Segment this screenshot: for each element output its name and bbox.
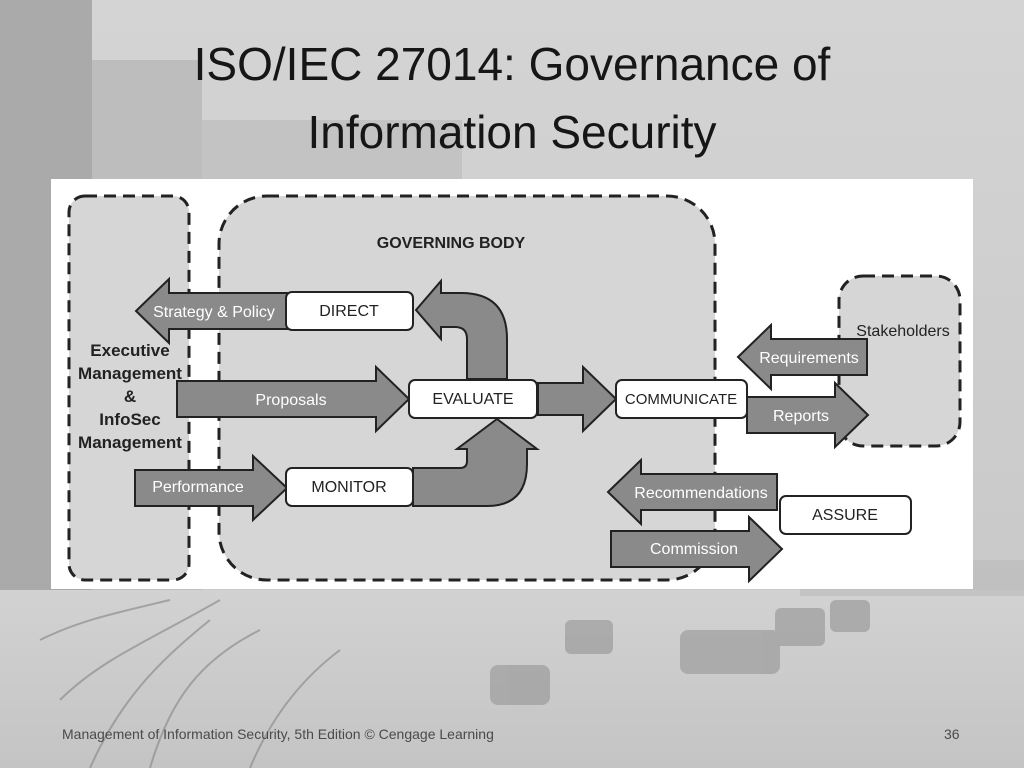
commission-arrow — [610, 514, 784, 584]
executive-label-line1: Executive — [90, 341, 169, 360]
evaluate-box — [408, 379, 538, 419]
assure-box — [779, 495, 912, 535]
slide-title-line2: Information Security — [307, 106, 717, 158]
recommendations-label: Recommendations — [634, 485, 767, 502]
recommendations-arrow — [606, 457, 778, 527]
reports-arrow — [746, 380, 870, 450]
executive-label-line2: Management — [78, 364, 182, 383]
slide-title-line1: ISO/IEC 27014: Governance of — [193, 38, 831, 90]
slide-footer: Management of Information Security, 5th … — [62, 726, 494, 742]
executive-label-line5: Management — [78, 433, 182, 452]
evaluate-label: EVALUATE — [432, 391, 513, 408]
strategy-policy-label: Strategy & Policy — [153, 304, 275, 321]
monitor-label: MONITOR — [311, 479, 386, 496]
monitor-to-evaluate-arrow — [412, 417, 540, 507]
governance-diagram: GOVERNING BODY Stakeholders Executive Ma… — [51, 179, 973, 589]
evaluate-to-communicate-arrow — [537, 364, 618, 434]
reports-label: Reports — [773, 408, 829, 425]
direct-label: DIRECT — [319, 303, 379, 320]
performance-arrow — [134, 453, 289, 523]
requirements-label: Requirements — [759, 350, 859, 367]
direct-box — [285, 291, 414, 331]
commission-label: Commission — [650, 541, 738, 558]
executive-label-line4: InfoSec — [99, 410, 160, 429]
governing-body-label: GOVERNING BODY — [377, 235, 526, 252]
monitor-box — [285, 467, 414, 507]
communicate-label: COMMUNICATE — [625, 391, 737, 408]
communicate-box — [615, 379, 748, 419]
proposals-arrow — [176, 364, 411, 434]
slide-page-number: 36 — [944, 726, 960, 742]
executive-label-line3: & — [124, 387, 136, 406]
requirements-arrow — [736, 322, 868, 392]
proposals-label: Proposals — [255, 392, 326, 409]
evaluate-to-direct-arrow — [414, 278, 508, 380]
performance-label: Performance — [152, 479, 244, 496]
assure-label: ASSURE — [812, 507, 878, 524]
stakeholders-label: Stakeholders — [856, 323, 949, 340]
